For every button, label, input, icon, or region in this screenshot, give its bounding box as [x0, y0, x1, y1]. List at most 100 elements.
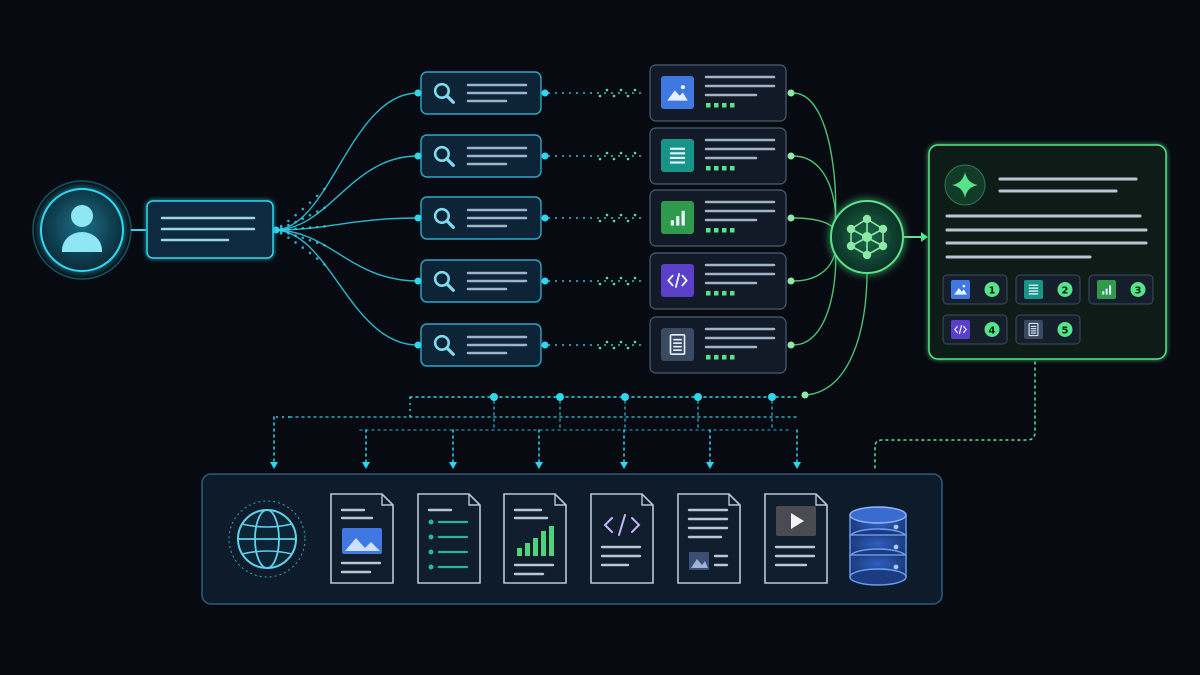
connector-dot: [787, 277, 795, 285]
result-text-lines: [704, 327, 776, 349]
citation-number: 5: [1062, 326, 1069, 337]
database-icon[interactable]: [849, 506, 907, 586]
result-card[interactable]: [649, 64, 787, 122]
result-text-lines: [704, 200, 776, 222]
connector-dot: [556, 393, 564, 401]
search-task-box[interactable]: [420, 71, 542, 115]
particle-dot: [633, 151, 637, 155]
particle-dot: [287, 236, 290, 239]
list-document-icon[interactable]: [417, 493, 481, 584]
query-box[interactable]: [146, 200, 274, 259]
connector-dot: [414, 152, 422, 160]
merge-curve: [792, 236, 837, 282]
particle-dot: [612, 346, 616, 350]
connector-dot: [414, 341, 422, 349]
connector-dot: [541, 89, 549, 97]
image-document-icon[interactable]: [330, 493, 394, 584]
particle-dot: [605, 151, 609, 155]
citation-chip[interactable]: 4: [942, 314, 1008, 345]
source-connectors: [270, 361, 1036, 471]
user-node[interactable]: [32, 180, 132, 280]
arrow-head: [706, 462, 714, 469]
particle-dot: [619, 213, 623, 217]
result-text-lines: [704, 75, 776, 97]
citation-chip[interactable]: 1: [942, 274, 1008, 305]
particle-dot: [294, 213, 297, 217]
particle-dot: [633, 276, 637, 280]
connector-dot: [787, 214, 795, 222]
search-task-box[interactable]: [420, 196, 542, 240]
search-task-box[interactable]: [420, 134, 542, 178]
connector-dot: [414, 214, 422, 222]
aggregator-node[interactable]: [830, 200, 904, 274]
result-text-lines: [704, 138, 776, 160]
chart-document-icon[interactable]: [503, 493, 567, 584]
connector-dot: [621, 393, 629, 401]
source-list: [228, 493, 907, 586]
particle-dot: [287, 219, 290, 223]
particle-dot: [619, 276, 623, 280]
result-text-lines: [704, 263, 776, 285]
particle-dot: [315, 194, 319, 198]
user-icon: [62, 205, 102, 252]
connector-dot: [787, 152, 795, 160]
particle-dot: [633, 213, 637, 217]
result-card[interactable]: [649, 252, 787, 310]
particle-dot: [287, 223, 290, 227]
connector-dot: [801, 391, 809, 399]
citation-chip[interactable]: 5: [1015, 314, 1081, 345]
citation-number: 4: [989, 326, 996, 337]
arrow-head: [620, 462, 628, 469]
code-document-icon[interactable]: [590, 493, 654, 584]
search-task-box[interactable]: [420, 259, 542, 303]
connector-dot: [541, 341, 549, 349]
citation-number: 1: [989, 286, 996, 297]
merge-curve: [792, 217, 837, 238]
connector-dot: [787, 89, 795, 97]
network-graph-icon: [846, 214, 888, 260]
citation-chip[interactable]: 3: [1088, 274, 1154, 305]
merge-curve: [804, 272, 868, 396]
citation-chip[interactable]: 2: [1015, 274, 1081, 305]
text-image-document-icon[interactable]: [677, 493, 741, 584]
particle-dot: [598, 219, 602, 223]
particle-dot: [279, 232, 283, 235]
result-card-list: [649, 64, 795, 374]
result-card[interactable]: [649, 127, 787, 185]
merge-curve: [792, 236, 837, 346]
globe-icon[interactable]: [228, 500, 306, 578]
search-query-lines: [466, 146, 528, 166]
result-card[interactable]: [649, 189, 787, 247]
video-document-icon[interactable]: [764, 493, 828, 584]
result-status-dots: [706, 355, 735, 360]
connector-dot: [414, 277, 422, 285]
fanout-curve: [273, 229, 419, 346]
connector-dot: [541, 277, 549, 285]
citation-number-badge: [984, 322, 1000, 337]
sparkle-icon: [944, 164, 986, 206]
text-lines-icon: [160, 216, 256, 242]
connector-dot: [541, 152, 549, 160]
result-card[interactable]: [649, 316, 787, 374]
connector-dot: [414, 89, 422, 97]
particle-dot: [619, 151, 623, 155]
result-status-dots: [706, 166, 735, 171]
particle-dot: [301, 226, 305, 230]
particle-dot: [294, 227, 297, 231]
particle-dot: [605, 213, 609, 217]
particle-dot: [612, 282, 616, 286]
bar-chart-icon: [1097, 280, 1116, 299]
list-icon: [661, 139, 694, 172]
citation-number-badge: [984, 282, 1000, 297]
particle-dot: [619, 340, 623, 344]
particle-dot: [308, 201, 312, 204]
fanout-curve: [273, 229, 419, 282]
particle-dot: [605, 276, 609, 280]
connector-dot: [787, 341, 795, 349]
particle-dot: [315, 210, 319, 213]
particle-dot: [279, 226, 283, 230]
search-task-box[interactable]: [420, 323, 542, 367]
particle-dot: [301, 207, 305, 211]
